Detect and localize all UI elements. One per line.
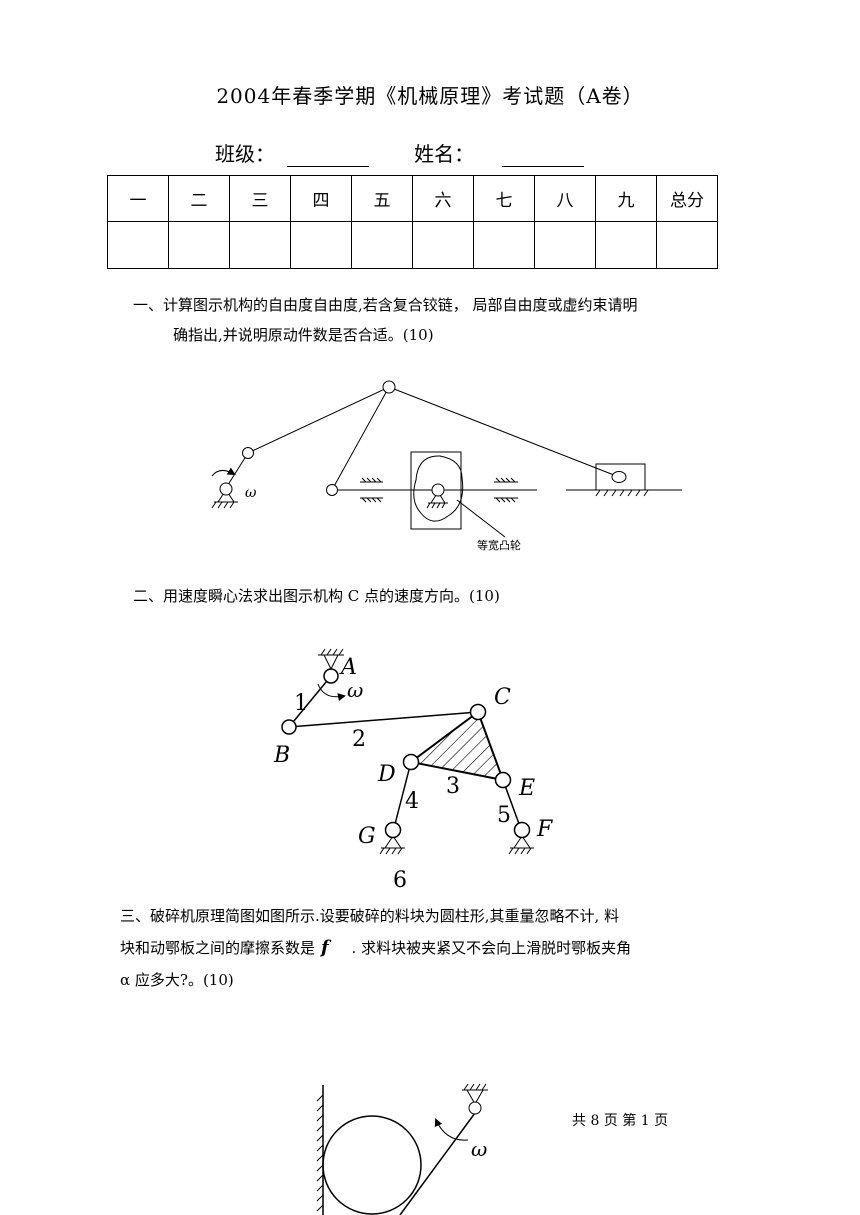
score-header-cell: 三 — [229, 175, 291, 222]
question-3-line-1: 三、破碎机原理简图如图所示.设要破碎的料块为圆柱形,其重量忽略不计, 料 — [120, 907, 620, 925]
link-2 — [288, 711, 479, 728]
joint — [431, 483, 445, 497]
link-number-1: 1 — [294, 691, 308, 716]
cam-pivot-support — [426, 491, 448, 509]
link-number-4: 4 — [405, 789, 419, 814]
figure-1-mechanism — [211, 380, 682, 538]
score-entry-cell[interactable] — [595, 221, 657, 269]
figure-3-omega: ω — [471, 1137, 487, 1161]
link-number-5: 5 — [497, 803, 511, 828]
equal-width-cam — [413, 455, 464, 522]
joint-b — [281, 719, 297, 735]
link-number-2: 2 — [352, 727, 366, 752]
rocker-link — [331, 386, 390, 491]
joint — [611, 471, 627, 483]
joint-d — [402, 753, 420, 771]
link-number-3: 3 — [446, 774, 460, 799]
question-1-line-2: 确指出,并说明原动件数是否合适。(10) — [173, 326, 434, 344]
figure-2-labels: A B C D E F G ω — [273, 655, 553, 849]
joint — [219, 482, 233, 496]
figure-2-omega: ω — [347, 678, 363, 702]
crank-link — [225, 452, 249, 489]
coupler-link — [247, 386, 390, 454]
rotation-arrow-icon — [317, 683, 346, 702]
figure-3-crusher — [316, 1083, 488, 1215]
score-entry-cell[interactable] — [229, 221, 291, 269]
question-3-line-2b: . 求料块被夹紧又不会向上滑脱时鄂板夹角 — [346, 939, 632, 957]
joint-c — [469, 703, 487, 721]
cam-label: 等宽凸轮 — [477, 538, 521, 552]
joint — [242, 447, 254, 459]
moving-jaw-pivot — [462, 1083, 488, 1115]
student-info-row: 班级： 姓名： — [215, 138, 585, 167]
ground-a — [318, 648, 344, 671]
crank-ground-support — [211, 489, 238, 509]
joint — [326, 484, 338, 496]
joint-e — [494, 771, 512, 789]
question-3: 三、破碎机原理简图如图所示.设要破碎的料块为圆柱形,其重量忽略不计, 料 块和动… — [120, 900, 740, 996]
label-b: B — [273, 743, 290, 768]
score-entry-cell[interactable] — [656, 221, 718, 269]
class-blank[interactable] — [287, 146, 370, 167]
link-4 — [392, 761, 412, 833]
score-header-cell: 五 — [351, 175, 413, 222]
label-f: F — [536, 817, 553, 842]
ground-f — [508, 835, 534, 855]
joint-g — [384, 821, 402, 839]
score-table: 一 二 三 四 五 六 七 八 九 总分 — [107, 175, 718, 269]
class-label: 班级： — [215, 142, 275, 166]
cam-label-leader — [456, 499, 506, 538]
fixed-jaw-hatch — [316, 1094, 324, 1212]
slider-block — [595, 463, 646, 491]
link-1 — [288, 675, 332, 728]
link-number-6: 6 — [393, 868, 407, 893]
label-e: E — [518, 776, 535, 801]
score-header-row: 一 二 三 四 五 六 七 八 九 总分 — [107, 175, 718, 222]
figure-1-omega: ω — [245, 485, 257, 501]
score-header-cell: 七 — [473, 175, 535, 222]
score-entry-cell[interactable] — [290, 221, 352, 269]
slider-link — [388, 386, 620, 478]
question-1-line-1: 一、计算图示机构的自由度自由度,若含复合铰链， 局部自由度或虚约束请明 — [133, 296, 638, 314]
label-a: A — [339, 655, 357, 680]
question-2: 二、用速度瞬心法求出图示机构 C 点的速度方向。(10) — [133, 587, 500, 605]
page-title: 2004年春季学期《机械原理》考试题（A卷） — [216, 84, 644, 108]
question-3-line-2: 块和动鄂板之间的摩擦系数是 f . 求料块被夹紧又不会向上滑脱时鄂板夹角 — [120, 932, 740, 964]
slider-ground-hatch — [595, 489, 649, 497]
link-3-triangle — [408, 710, 505, 782]
score-header-cell: 总分 — [656, 175, 718, 222]
bearing-right — [494, 477, 518, 503]
figure-2-link-numbers: 1 2 3 4 5 6 — [294, 691, 511, 893]
friction-symbol: f — [321, 937, 329, 958]
score-entry-row — [107, 221, 718, 269]
figure-2-mechanism — [281, 648, 534, 855]
question-3-line-3: α 应多大?。(10) — [120, 971, 234, 989]
name-blank[interactable] — [502, 146, 585, 167]
cylindrical-block — [322, 1115, 422, 1215]
label-g: G — [358, 824, 376, 849]
ground-g — [379, 835, 405, 855]
rotation-arrow-icon — [211, 467, 236, 477]
question-3-line-2a: 块和动鄂板之间的摩擦系数是 — [120, 939, 316, 957]
label-d: D — [377, 762, 396, 787]
label-c: C — [494, 685, 511, 710]
page-footer: 共 8 页 第 1 页 — [572, 1113, 669, 1129]
cam-frame — [410, 451, 462, 530]
score-header-cell: 九 — [595, 175, 657, 222]
score-header-cell: 四 — [290, 175, 352, 222]
moving-jaw — [399, 1112, 476, 1215]
joint-f — [513, 821, 531, 839]
joint-a — [323, 668, 339, 684]
score-header-cell: 六 — [412, 175, 474, 222]
bearing-left — [360, 477, 383, 503]
joint — [382, 380, 396, 394]
rotation-arrow-icon — [434, 1118, 469, 1141]
question-1: 一、计算图示机构的自由度自由度,若含复合铰链， 局部自由度或虚约束请明 确指出,… — [133, 290, 743, 350]
name-label: 姓名： — [414, 142, 475, 166]
